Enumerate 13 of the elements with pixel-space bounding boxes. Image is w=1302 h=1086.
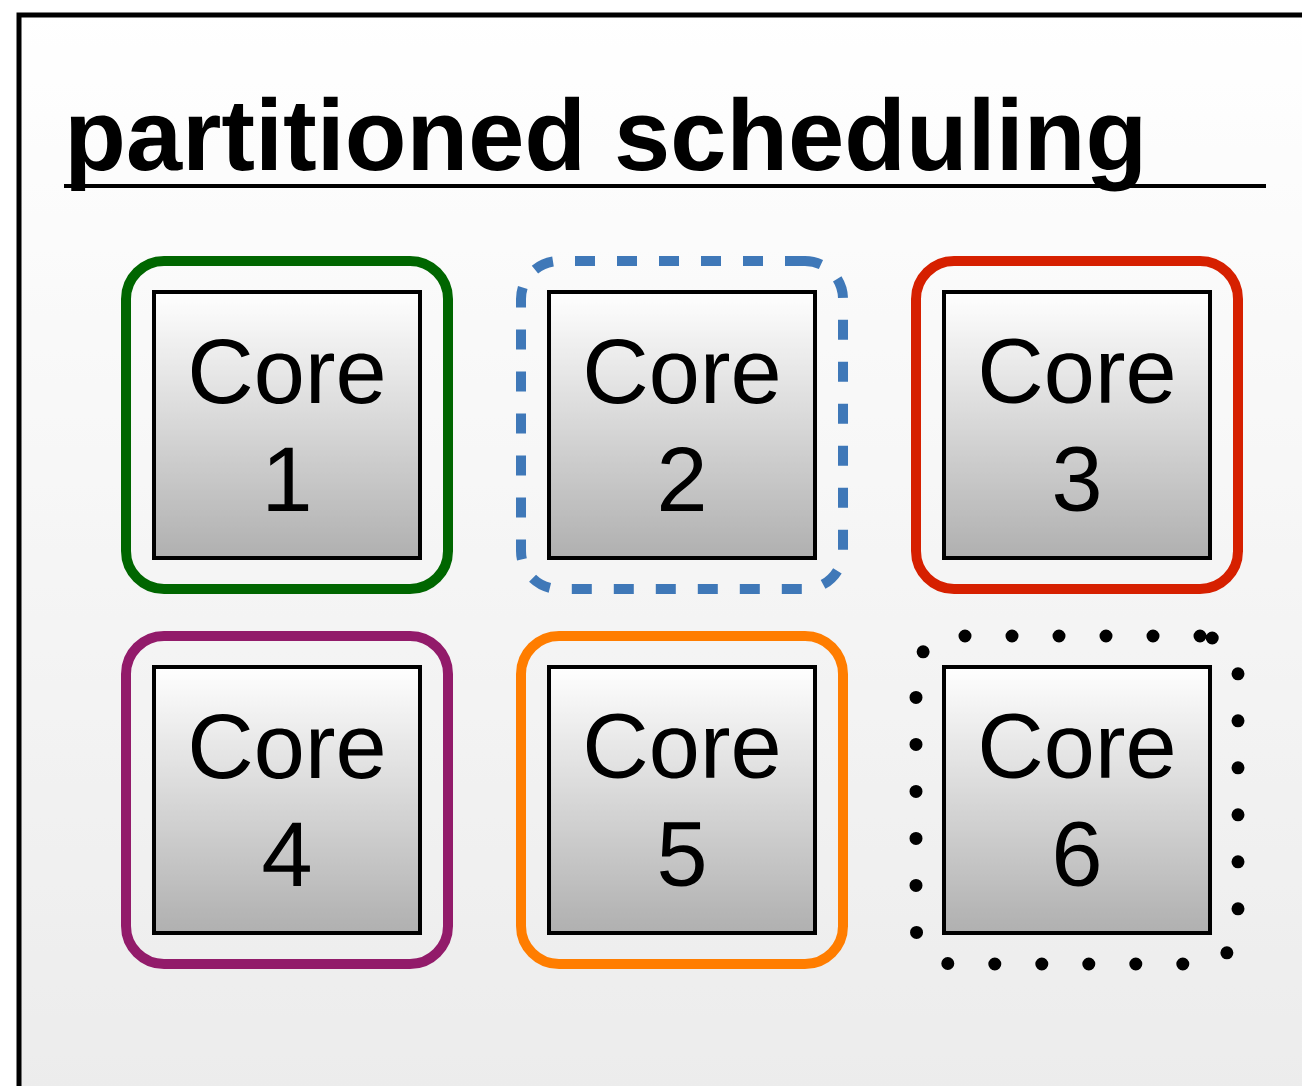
core-group-frame [121, 631, 453, 969]
core-group-frame [516, 256, 848, 594]
core-group-frame [121, 256, 453, 594]
core-box: Core 6 [942, 665, 1212, 935]
core-group-frame [911, 256, 1243, 594]
core-box: Core 5 [547, 665, 817, 935]
core-box: Core 4 [152, 665, 422, 935]
core-group-frame [909, 629, 1245, 971]
core-box: Core 3 [942, 290, 1212, 560]
core-box: Core 1 [152, 290, 422, 560]
core-group-frame [516, 631, 848, 969]
title: partitioned scheduling [64, 96, 1266, 192]
core-box: Core 2 [547, 290, 817, 560]
